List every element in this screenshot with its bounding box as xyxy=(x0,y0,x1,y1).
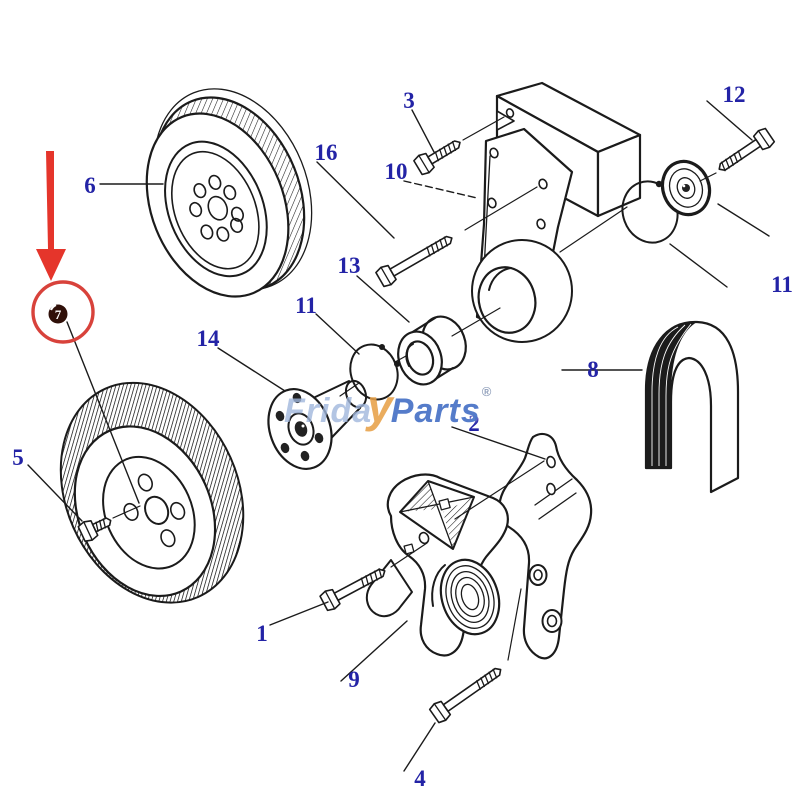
part-damper-pulley xyxy=(145,88,313,298)
part-bolt-4 xyxy=(428,667,502,724)
part-washer-disc xyxy=(660,159,712,217)
part-fan-pulley xyxy=(59,381,245,604)
part-bolt-12 xyxy=(718,127,776,172)
callout-7: 7 xyxy=(55,307,62,322)
callout-leader-lines xyxy=(27,100,770,772)
callout-4: 4 xyxy=(414,766,426,791)
callout-8: 8 xyxy=(587,357,599,382)
part-tensioner-bracket xyxy=(498,432,593,660)
part-bolt-3 xyxy=(413,140,461,176)
part-bolt-5 xyxy=(77,517,112,543)
red-arrow-icon xyxy=(36,151,66,281)
callout-9: 9 xyxy=(348,667,360,692)
assembly-axis-lines xyxy=(112,116,717,661)
callout-labels: 1 2 3 4 5 6 8 9 10 11 11 12 13 14 16 xyxy=(12,82,793,791)
part-mount-bracket xyxy=(471,81,642,343)
part-bolt-1 xyxy=(319,568,386,612)
part-plug-7 xyxy=(48,304,68,324)
callout-14: 14 xyxy=(197,326,221,351)
callout-10: 10 xyxy=(385,159,408,184)
part-belt xyxy=(644,320,740,494)
callout-16: 16 xyxy=(315,140,338,165)
callout-12: 12 xyxy=(723,82,746,107)
callout-3: 3 xyxy=(403,88,415,113)
part-belt-tensioner xyxy=(365,473,509,657)
highlight-group: 7 xyxy=(31,151,95,344)
callout-11-mid: 11 xyxy=(295,293,317,318)
callout-5: 5 xyxy=(12,445,24,470)
highlight-circle xyxy=(31,280,95,344)
part-bolt-16 xyxy=(375,235,453,288)
callout-2: 2 xyxy=(468,411,480,436)
part-fan-hub xyxy=(267,379,368,470)
part-bearing xyxy=(397,315,467,386)
callout-6: 6 xyxy=(84,173,96,198)
callout-1: 1 xyxy=(256,621,268,646)
callout-13: 13 xyxy=(338,253,361,278)
callout-11-right: 11 xyxy=(771,272,793,297)
